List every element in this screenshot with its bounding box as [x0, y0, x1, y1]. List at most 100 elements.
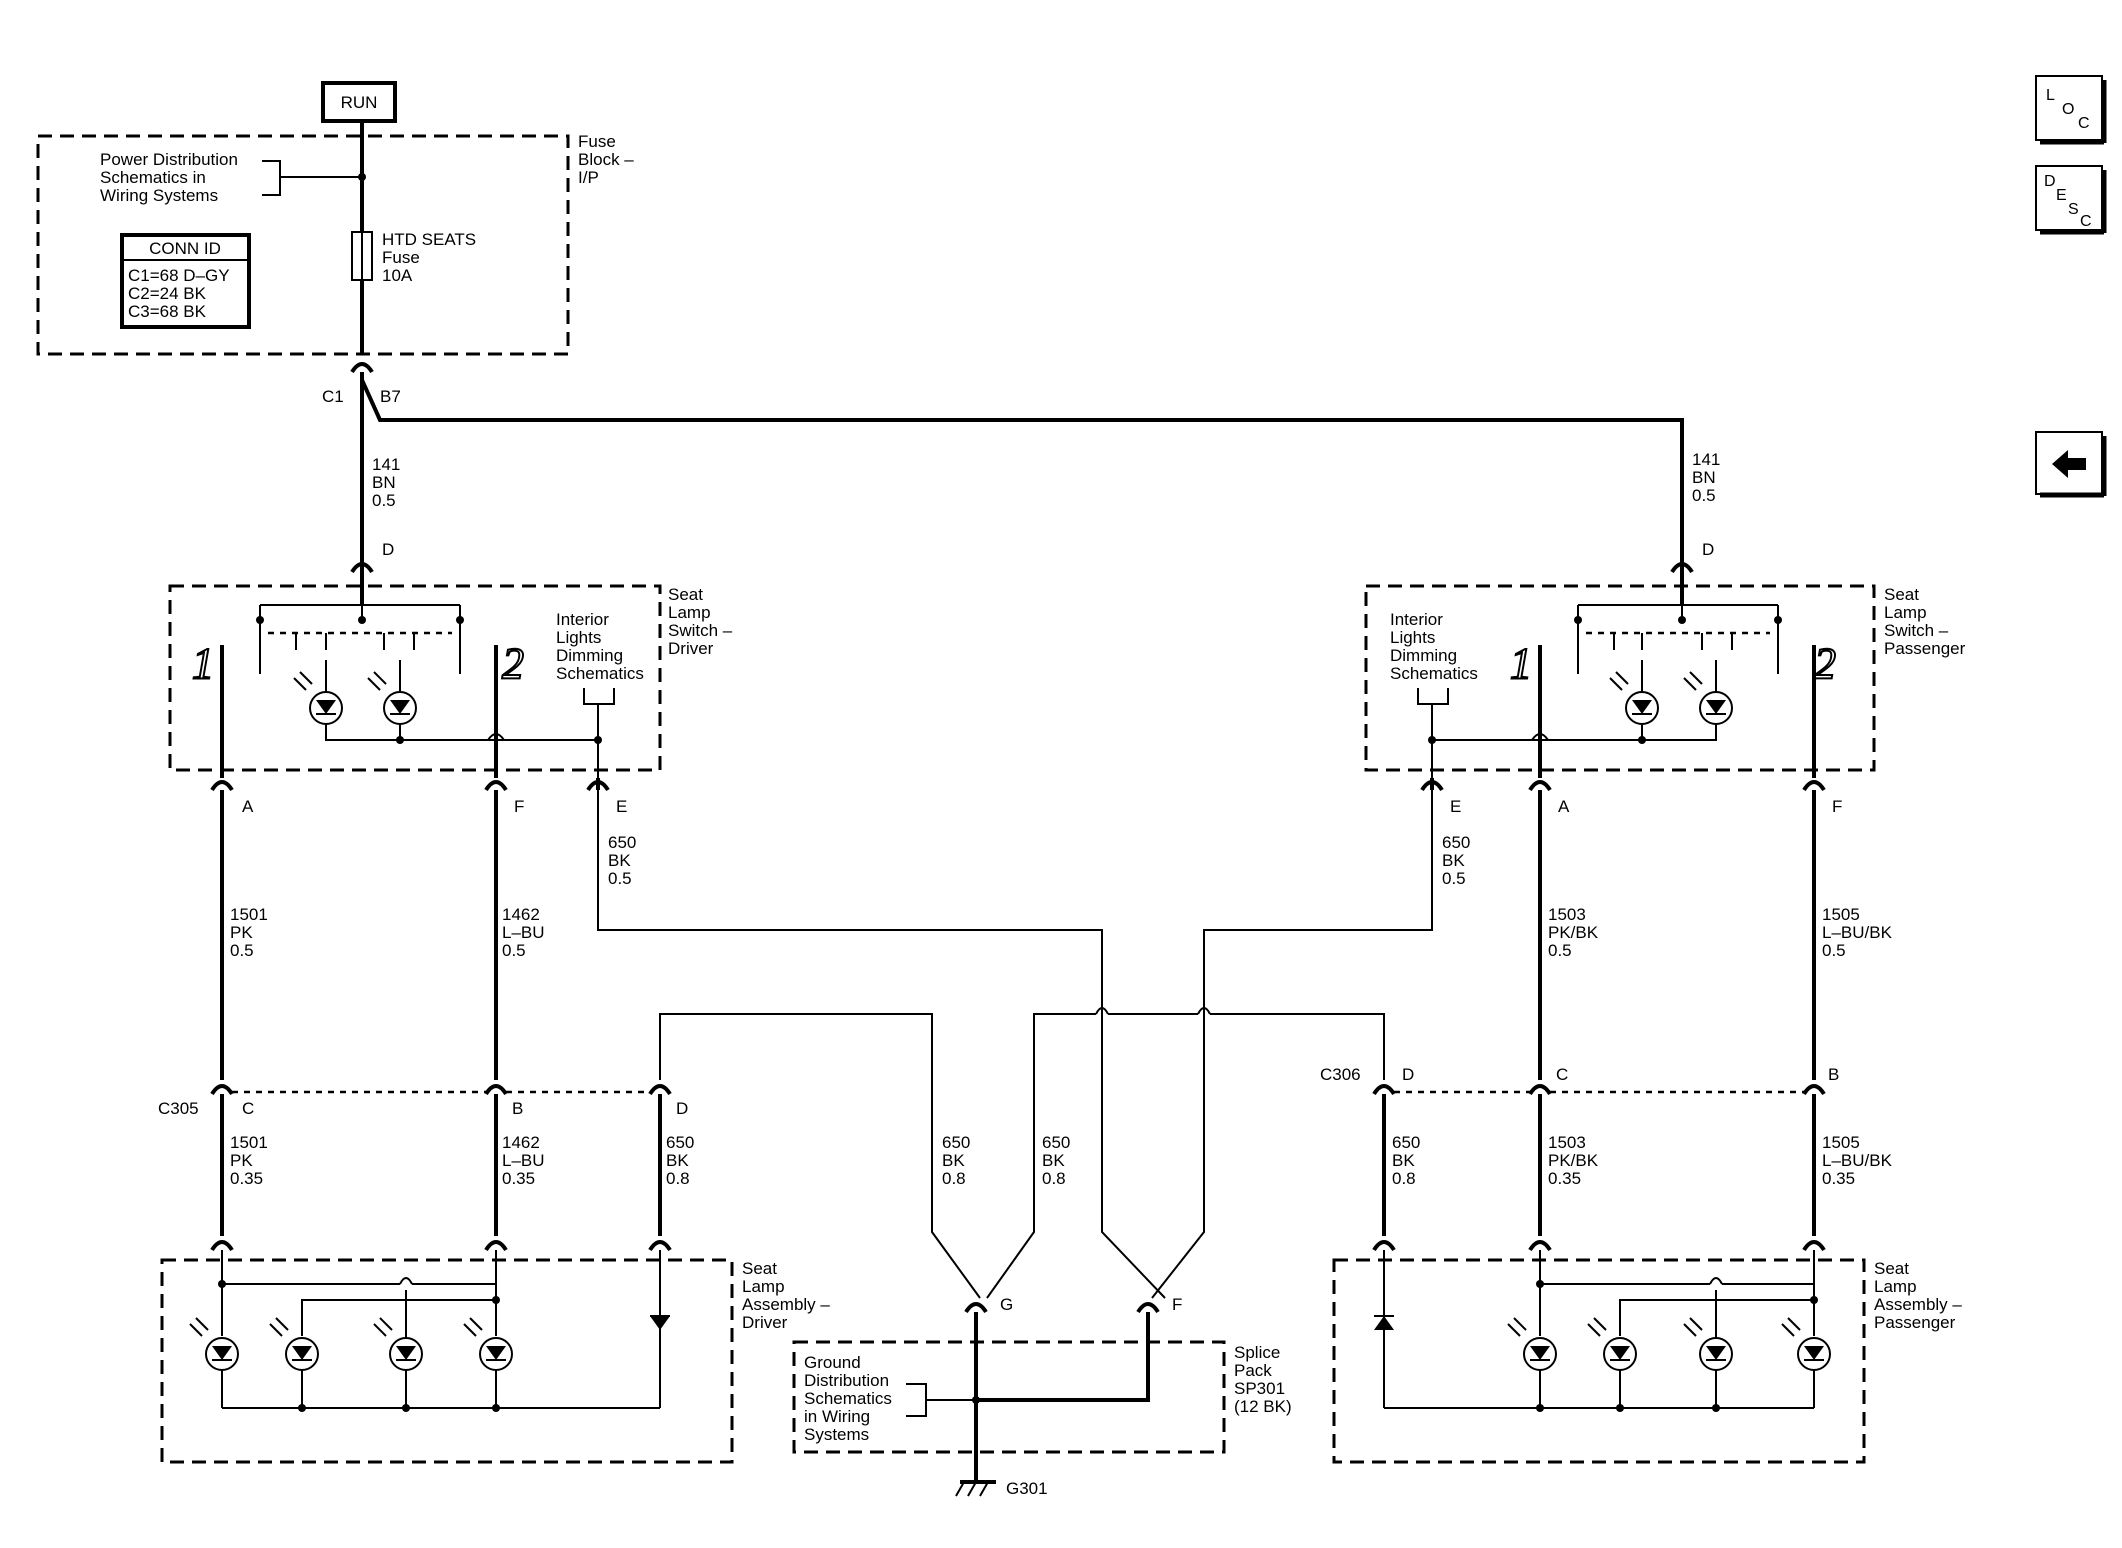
c1-label: C1 — [322, 387, 344, 406]
svg-text:650: 650 — [1442, 833, 1470, 852]
svg-text:Interior: Interior — [1390, 610, 1443, 629]
svg-text:D: D — [1702, 540, 1714, 559]
svg-text:Driver: Driver — [668, 639, 714, 658]
fuse-block-label-3: I/P — [578, 168, 599, 187]
lamp-driver-led-2 — [269, 1317, 319, 1371]
svg-text:BK: BK — [1042, 1151, 1065, 1170]
svg-text:Passenger: Passenger — [1884, 639, 1966, 658]
switch-driver-led-2 — [367, 671, 417, 725]
svg-text:1503: 1503 — [1548, 1133, 1586, 1152]
lamp-driver-outline — [160, 1258, 734, 1464]
pd-ref-2: Schematics in — [100, 168, 206, 187]
fuse-block-label-2: Block – — [578, 150, 634, 169]
svg-text:Seat: Seat — [1884, 585, 1919, 604]
svg-text:650: 650 — [1042, 1133, 1070, 1152]
svg-text:0.35: 0.35 — [230, 1169, 263, 1188]
svg-text:D: D — [2044, 173, 2056, 190]
wire-label-650-right-top: 650 BK 0.5 — [1442, 833, 1470, 888]
run-box — [321, 81, 397, 123]
svg-text:C: C — [1556, 1065, 1568, 1084]
svg-text:Splice: Splice — [1234, 1343, 1280, 1362]
conn-id-box — [120, 233, 251, 329]
svg-text:G: G — [1000, 1295, 1013, 1314]
wire-label-141-right: 141 BN 0.5 — [1692, 450, 1720, 505]
svg-text:141: 141 — [1692, 450, 1720, 469]
svg-text:L–BU: L–BU — [502, 923, 545, 942]
svg-text:650: 650 — [666, 1133, 694, 1152]
svg-text:E: E — [2056, 187, 2067, 204]
svg-text:0.8: 0.8 — [942, 1169, 966, 1188]
svg-text:Seat: Seat — [668, 585, 703, 604]
svg-text:Driver: Driver — [742, 1313, 788, 1332]
splice-outline — [792, 1340, 1226, 1454]
pd-ref-bracket — [262, 160, 281, 196]
svg-text:650: 650 — [942, 1133, 970, 1152]
b7-label: B7 — [380, 387, 401, 406]
svg-text:Lights: Lights — [556, 628, 601, 647]
c1-connector — [350, 362, 374, 374]
svg-text:BN: BN — [372, 473, 396, 492]
fuse-label-1: HTD SEATS — [382, 230, 476, 249]
loc-button[interactable]: L O C — [2035, 75, 2107, 145]
desc-button[interactable]: D E S C — [2035, 165, 2107, 235]
svg-text:0.8: 0.8 — [1042, 1169, 1066, 1188]
svg-text:141: 141 — [372, 455, 400, 474]
wire-label-1503-bot: 1503 PK/BK 0.35 — [1548, 1133, 1599, 1188]
svg-text:L–BU/BK: L–BU/BK — [1822, 1151, 1893, 1170]
svg-text:Seat: Seat — [1874, 1259, 1909, 1278]
ground-symbol — [955, 1480, 996, 1497]
svg-text:F: F — [1832, 797, 1842, 816]
run-label: RUN — [341, 93, 378, 112]
svg-text:Lights: Lights — [1390, 628, 1435, 647]
svg-text:(12 BK): (12 BK) — [1234, 1397, 1292, 1416]
wire-label-650-g-a: 650 BK 0.8 — [942, 1133, 970, 1188]
switch-passenger-position-1: 1 — [1510, 639, 1532, 688]
feed-wires: 141 BN 0.5 141 BN 0.5 — [360, 372, 1720, 572]
fuse-label-3: 10A — [382, 266, 413, 285]
svg-text:Schematics: Schematics — [556, 664, 644, 683]
lamp-passenger-led-1 — [1507, 1317, 1557, 1371]
svg-text:S: S — [2068, 201, 2079, 218]
lamp-passenger-led-4 — [1781, 1317, 1831, 1371]
lamp-driver-led-3 — [373, 1290, 423, 1371]
svg-text:Assembly –: Assembly – — [742, 1295, 830, 1314]
svg-text:1462: 1462 — [502, 905, 540, 924]
svg-text:SP301: SP301 — [1234, 1379, 1285, 1398]
svg-text:BK: BK — [1392, 1151, 1415, 1170]
svg-text:1505: 1505 — [1822, 1133, 1860, 1152]
svg-text:0.35: 0.35 — [1548, 1169, 1581, 1188]
svg-text:0.5: 0.5 — [372, 491, 396, 510]
wire-label-650-d-left: 650 BK 0.8 — [666, 1133, 694, 1188]
svg-text:BK: BK — [608, 851, 631, 870]
fuse-block: RUN Fuse Block – I/P Power Distribution … — [36, 81, 634, 406]
switch-passenger-pin-d — [1670, 562, 1694, 574]
svg-text:0.35: 0.35 — [502, 1169, 535, 1188]
svg-text:Lamp: Lamp — [1874, 1277, 1917, 1296]
svg-text:PK/BK: PK/BK — [1548, 1151, 1599, 1170]
svg-text:F: F — [514, 797, 524, 816]
svg-text:1503: 1503 — [1548, 905, 1586, 924]
svg-text:D: D — [382, 540, 394, 559]
pd-ref-1: Power Distribution — [100, 150, 238, 169]
wire-label-141-left: 141 BN 0.5 — [372, 455, 400, 510]
svg-text:in Wiring: in Wiring — [804, 1407, 870, 1426]
svg-text:L–BU: L–BU — [502, 1151, 545, 1170]
svg-text:D: D — [676, 1099, 688, 1118]
svg-text:A: A — [1558, 797, 1570, 816]
svg-text:O: O — [2062, 101, 2074, 118]
wire-label-1501-bot: 1501 PK 0.35 — [230, 1133, 268, 1188]
svg-text:0.35: 0.35 — [1822, 1169, 1855, 1188]
svg-text:Dimming: Dimming — [556, 646, 623, 665]
wire-label-650-left-top: 650 BK 0.5 — [608, 833, 636, 888]
switch-driver-position-2: 2 — [502, 639, 524, 688]
svg-text:B: B — [1828, 1065, 1839, 1084]
fuse-block-outline — [36, 134, 570, 356]
wire-label-650-g-b: 650 BK 0.8 — [1042, 1133, 1070, 1188]
lower-wires: 1501 PK 0.35 1462 L–BU 0.35 650 BK 0.8 6… — [220, 1094, 1893, 1236]
back-button[interactable] — [2035, 431, 2107, 498]
svg-text:Schematics: Schematics — [804, 1389, 892, 1408]
ground-label: G301 — [1006, 1479, 1048, 1498]
svg-text:E: E — [616, 797, 627, 816]
switch-passenger-outline — [1364, 584, 1876, 772]
